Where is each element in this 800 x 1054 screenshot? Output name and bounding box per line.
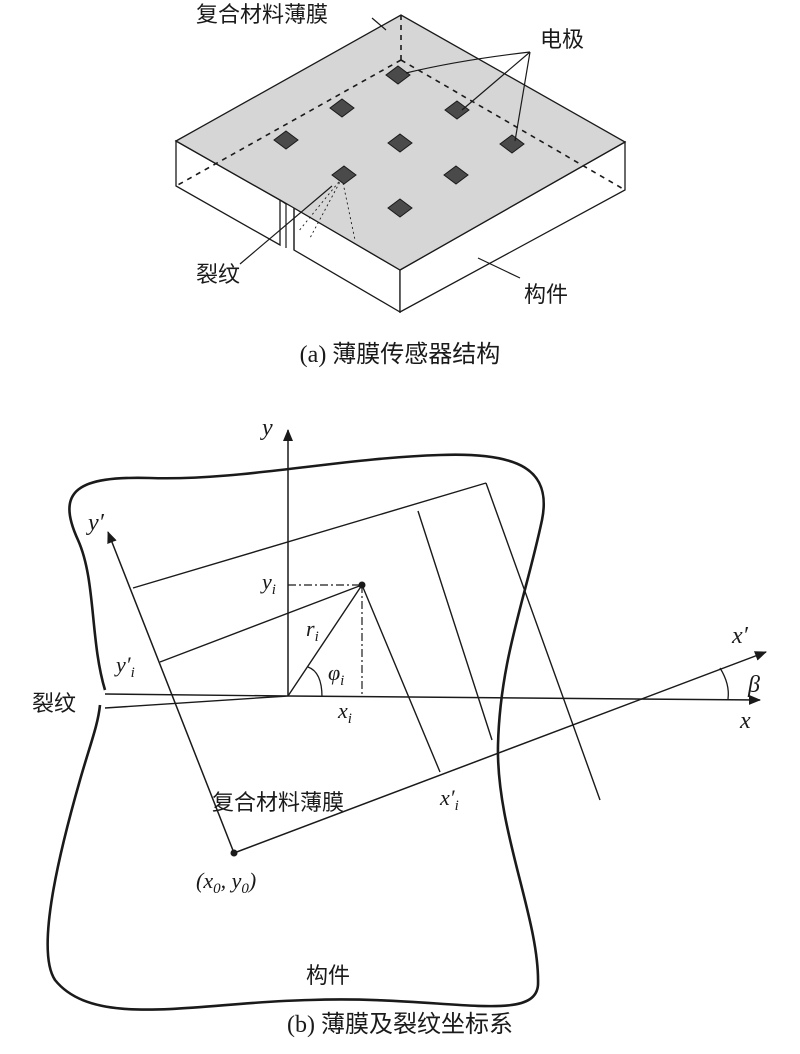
crack-label: 裂纹 — [196, 263, 240, 288]
electrode-grid — [273, 65, 525, 218]
ypi-label: y′i — [114, 652, 135, 681]
radius-ri — [287, 584, 363, 697]
panel-b-coordinate-system: y x y′ x′ yi ri φi xi y′i x′i β (x0, y0)… — [32, 415, 767, 1038]
electrode — [329, 98, 355, 118]
beta-angle-arc — [719, 667, 729, 700]
film-hidden-edges — [175, 15, 626, 191]
electrode — [387, 133, 413, 153]
y-axis-label: y — [260, 415, 273, 441]
electrode — [273, 130, 299, 150]
electrode — [499, 134, 525, 154]
component-label-b: 构件 — [306, 964, 350, 989]
y-prime-axis-label: y′ — [86, 510, 105, 536]
x-prime-axis — [233, 651, 767, 854]
y-prime-axis — [107, 531, 235, 854]
x-axis — [287, 694, 761, 705]
panel-a-sensor-structure: 复合材料薄膜 电极 裂纹 构件 (a) 薄膜传感器结构 — [174, 3, 627, 368]
xi-label: xi — [337, 698, 352, 727]
phii-label: φi — [328, 660, 344, 689]
phi-angle-arc — [307, 666, 323, 698]
beta-label: β — [747, 672, 760, 698]
x-axis-label: x — [739, 708, 751, 734]
ri-label: ri — [306, 616, 319, 645]
film-label-b: 复合材料薄膜 — [212, 791, 344, 816]
caption-b: (b) 薄膜及裂纹坐标系 — [287, 1011, 513, 1038]
component-leader — [477, 257, 521, 279]
xpi-label: x′i — [439, 785, 459, 814]
film-rectangle — [132, 482, 601, 801]
crack-label-b: 裂纹 — [32, 692, 76, 717]
component-outline — [46, 453, 545, 1011]
film-label: 复合材料薄膜 — [196, 3, 328, 28]
film-partition-lines — [159, 510, 493, 773]
electrode — [387, 198, 413, 218]
component-label: 构件 — [524, 283, 568, 308]
film-leader — [371, 17, 387, 31]
sensor-point — [358, 581, 366, 589]
electrode — [443, 165, 469, 185]
crack-leader — [239, 185, 333, 265]
crack-line — [104, 693, 289, 709]
electrode-label: 电极 — [540, 28, 584, 53]
electrode-leader — [405, 51, 531, 142]
origin-label: (x0, y0) — [196, 868, 256, 897]
leader-lines — [239, 17, 531, 279]
yi-label: yi — [260, 569, 276, 598]
caption-a: (a) 薄膜传感器结构 — [300, 341, 501, 368]
x-prime-axis-label: x′ — [731, 623, 749, 649]
electrode — [385, 65, 411, 85]
crack-dotted-projection — [297, 177, 356, 241]
electrode — [331, 165, 357, 185]
film-origin-point — [230, 849, 238, 857]
crack-notch — [279, 199, 295, 250]
